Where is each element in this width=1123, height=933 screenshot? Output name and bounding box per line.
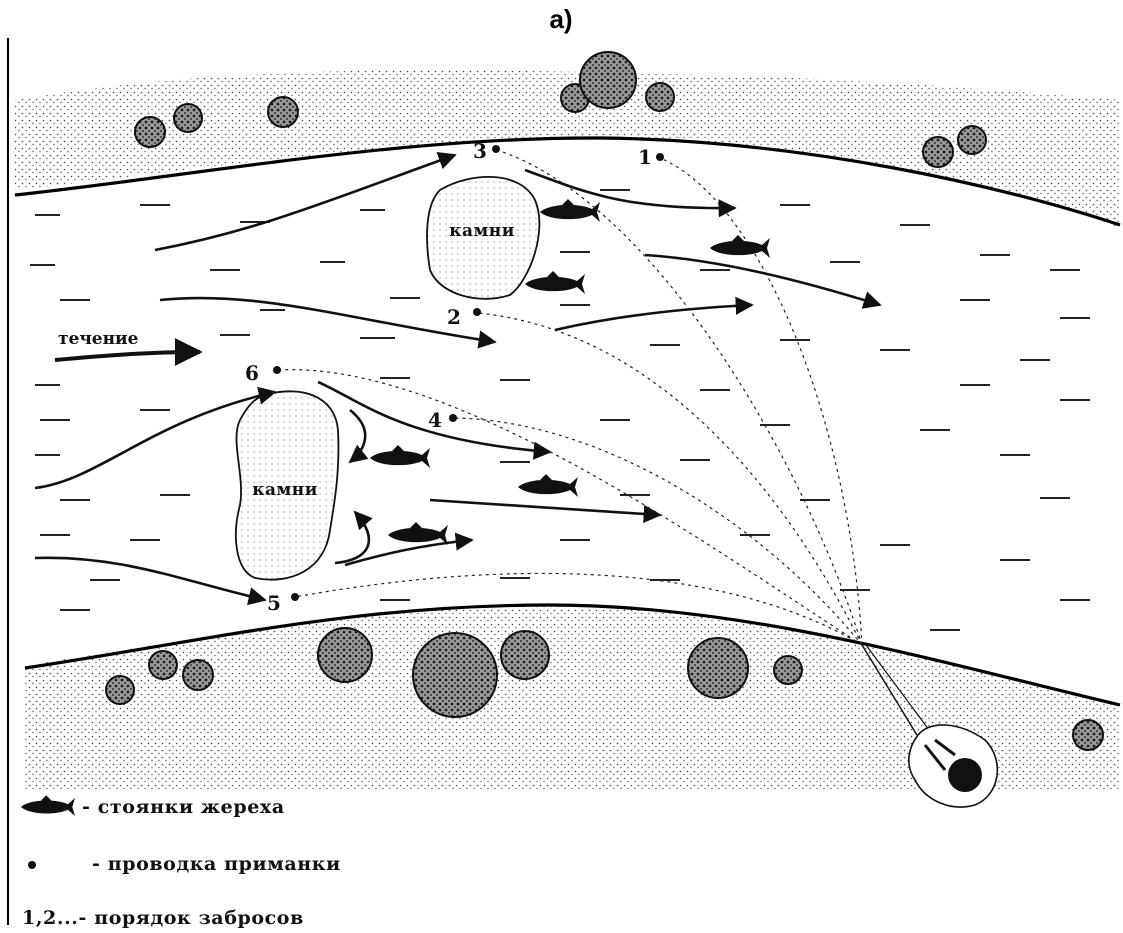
angler-icon bbox=[861, 644, 999, 808]
rocks-lower bbox=[235, 390, 340, 581]
legend-dot-icon bbox=[28, 861, 36, 869]
flow-arrows bbox=[34, 151, 882, 606]
legend-order-text: 1,2...- порядок забросов bbox=[22, 907, 304, 929]
current-arrow bbox=[54, 338, 203, 367]
cast-lines bbox=[276, 149, 863, 646]
legend: - стоянки жереха - проводка приманки 1,2… bbox=[20, 795, 341, 929]
cast-point-4-label: 4 bbox=[428, 408, 442, 432]
lower-bank bbox=[25, 605, 1120, 790]
cast-point-3: 3 bbox=[473, 139, 500, 163]
cast-point-4: 4 bbox=[428, 408, 457, 432]
upper-shoreline bbox=[14, 136, 1121, 227]
rocks-lower-label: камни bbox=[252, 480, 318, 500]
rocks-upper bbox=[426, 175, 541, 300]
cast-point-6: 6 bbox=[245, 361, 281, 385]
lower-shoreline bbox=[24, 603, 1121, 707]
cast-point-5: 5 bbox=[267, 591, 299, 615]
rocks-upper-label: камни bbox=[449, 221, 515, 241]
boulder-icon bbox=[105, 82, 1104, 751]
legend-dot-text: - проводка приманки bbox=[92, 853, 341, 875]
water-texture bbox=[30, 189, 1090, 631]
cast-point-5-label: 5 bbox=[267, 591, 281, 615]
figure-title: а) bbox=[549, 4, 572, 34]
cast-point-1: 1 bbox=[638, 145, 664, 169]
cast-point-1-label: 1 bbox=[638, 145, 652, 169]
legend-fish-icon bbox=[20, 795, 75, 816]
shrub-icon bbox=[317, 51, 749, 718]
legend-fish-text: - стоянки жереха bbox=[82, 796, 285, 818]
current-label: течение bbox=[58, 329, 139, 349]
cast-point-2: 2 bbox=[447, 305, 481, 329]
cast-point-2-label: 2 bbox=[447, 305, 461, 329]
cast-point-3-label: 3 bbox=[473, 139, 487, 163]
cast-point-6-label: 6 bbox=[245, 361, 259, 385]
